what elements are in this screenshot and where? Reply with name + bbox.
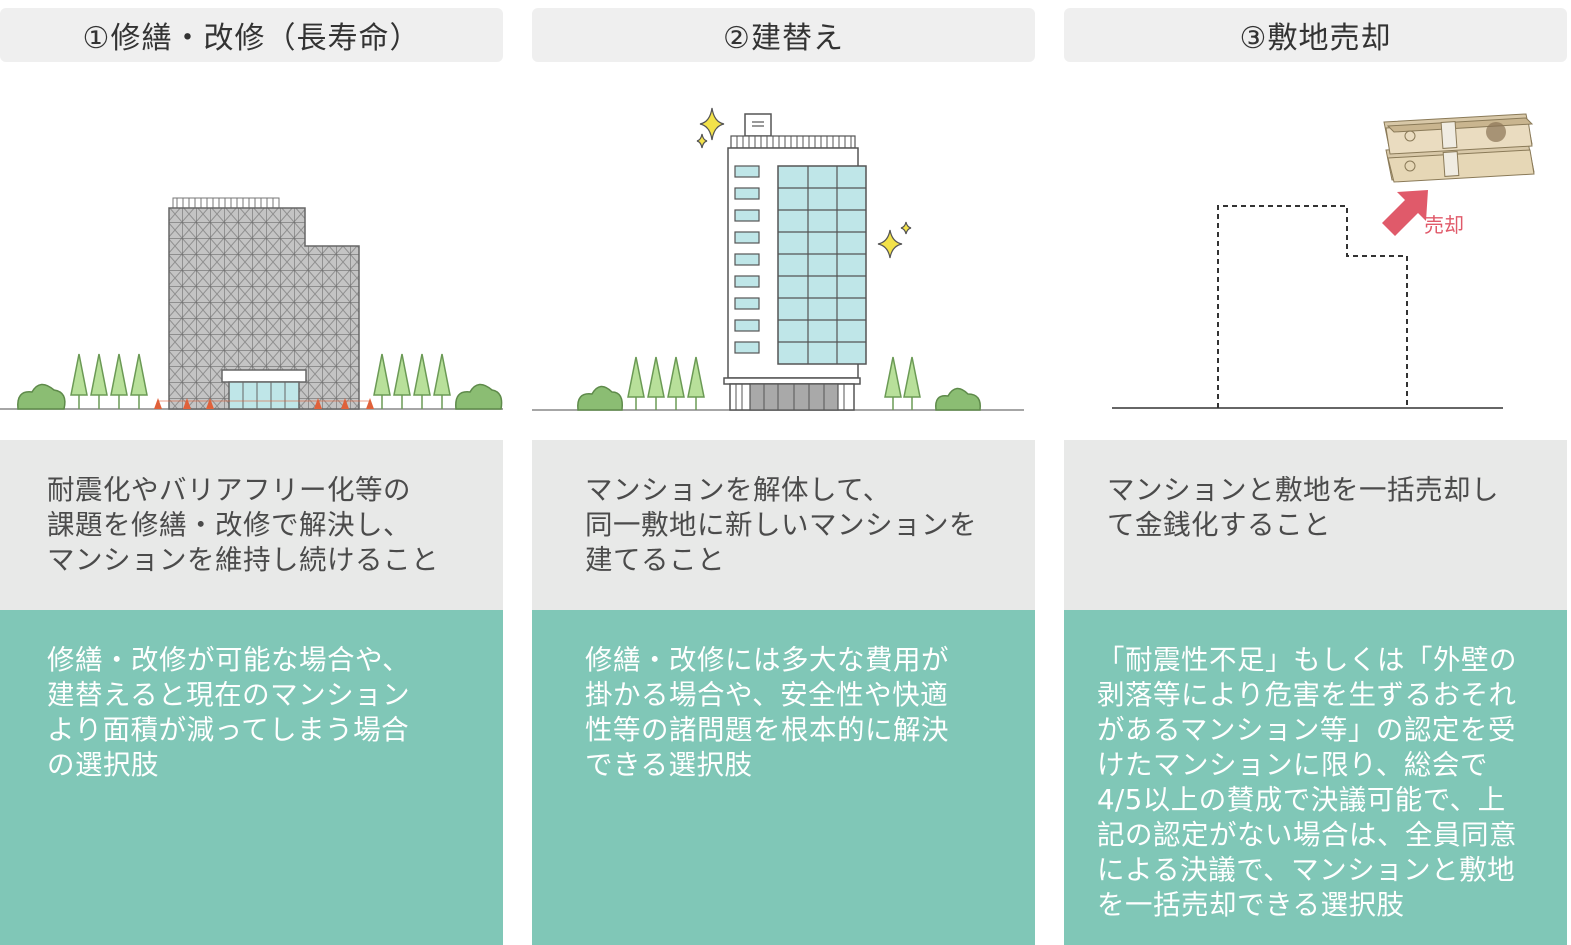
scaffolded-building-icon	[0, 62, 503, 440]
option-note: 修繕・改修には多大な費用が 掛かる場合や、安全性や快適 性等の諸問題を根本的に解…	[532, 610, 1035, 945]
sparkle-icon	[696, 107, 912, 259]
option-renovation: ①修繕・改修（長寿命）	[0, 0, 503, 945]
option-description: 耐震化やバリアフリー化等の 課題を修繕・改修で解決し、 マンションを維持し続ける…	[0, 440, 503, 610]
option-title: ①修繕・改修（長寿命）	[0, 8, 503, 62]
option-title: ②建替え	[532, 8, 1035, 62]
option-note: 「耐震性不足」もしくは「外壁の 剥落等により危害を生ずるおそれ があるマンション…	[1064, 610, 1567, 945]
option-description: マンションと敷地を一括売却し て金銭化すること	[1064, 440, 1567, 610]
arrow-up-right-icon	[1382, 190, 1428, 236]
option-rebuilding: ②建替え	[532, 0, 1035, 945]
new-building-icon	[532, 62, 1035, 440]
option-site-sale: ③敷地売却 売却	[1064, 0, 1567, 945]
sale-label: 売却	[1424, 213, 1464, 237]
option-title: ③敷地売却	[1064, 8, 1567, 62]
empty-lot-icon: 売却	[1064, 62, 1567, 440]
option-description: マンションを解体して、 同一敷地に新しいマンションを 建てること	[532, 440, 1035, 610]
money-stack-icon	[1383, 113, 1535, 183]
option-note: 修繕・改修が可能な場合や、 建替えると現在のマンション より面積が減ってしまう場…	[0, 610, 503, 945]
